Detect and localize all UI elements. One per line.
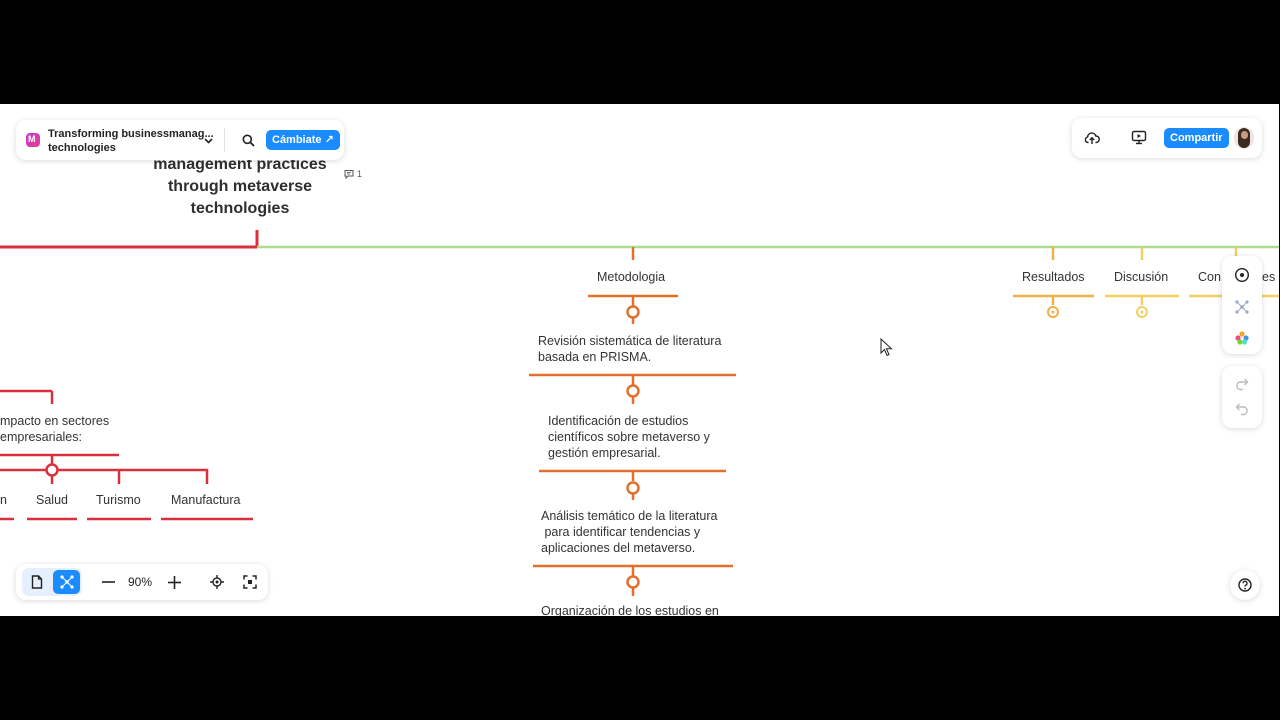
root-title-line: technologies — [190, 200, 290, 217]
branch-conclusiones[interactable]: Con — [1198, 270, 1221, 284]
step-line: Análisis temático de la literatura — [541, 509, 718, 523]
view-mode-toggle — [22, 568, 82, 596]
upgrade-button[interactable]: Cámbiate ↗ — [266, 130, 340, 150]
zoom-level[interactable]: 90% — [128, 575, 153, 589]
mindmap-icon — [60, 575, 74, 589]
topic-line: mpacto en sectores — [0, 414, 110, 428]
step-line: científicos sobre metaverso y — [548, 430, 710, 444]
root-title-line: through metaverse — [167, 178, 313, 195]
topic-impacto[interactable]: mpacto en sectores empresariales: — [0, 413, 109, 445]
toolbar-divider — [224, 128, 225, 152]
branch-discusion[interactable]: Discusión — [1114, 270, 1169, 284]
fit-screen-icon[interactable] — [243, 575, 257, 589]
app-logo-icon[interactable]: M — [26, 133, 40, 147]
step-line: Identificación de estudios — [548, 414, 689, 428]
document-icon — [31, 575, 43, 589]
step-line: basada en PRISMA. — [538, 350, 652, 364]
avatar[interactable] — [1234, 127, 1254, 149]
comment-icon — [344, 170, 354, 179]
mindmap-view-button[interactable] — [53, 570, 80, 594]
sector-turismo[interactable]: Turismo — [96, 493, 141, 507]
document-toolbar: M Transforming businessmanag... technolo… — [16, 120, 344, 160]
branch-conclusiones-end: es — [1262, 270, 1276, 284]
right-toolbar — [1222, 256, 1262, 354]
help-icon — [1238, 578, 1252, 592]
sector-salud[interactable]: Salud — [36, 493, 68, 507]
step-line: gestión empresarial. — [548, 446, 661, 460]
search-icon[interactable] — [242, 134, 255, 147]
zoom-toolbar: 90% — [16, 564, 268, 600]
zoom-out-icon[interactable] — [102, 581, 115, 583]
branch-resultados[interactable]: Resultados — [1022, 270, 1085, 284]
theme-palette-icon[interactable] — [1234, 330, 1250, 346]
structure-icon[interactable] — [1234, 299, 1250, 315]
redo-icon[interactable] — [1234, 377, 1250, 391]
header-actions: Compartir — [1072, 118, 1262, 158]
zoom-in-icon[interactable] — [168, 576, 181, 589]
document-title[interactable]: Transforming businessmanag... technologi… — [48, 127, 214, 155]
step-line: para identificar tendencias y — [541, 525, 701, 539]
step-prisma[interactable]: Revisión sistemática de literatura basad… — [538, 333, 721, 365]
branch-metodologia[interactable]: Metodologia — [597, 270, 666, 284]
add-topic-icon[interactable] — [1234, 267, 1250, 283]
mouse-cursor-icon — [880, 338, 893, 357]
sector-manufactura[interactable]: Manufactura — [171, 493, 241, 507]
canvas[interactable]: management practices through metaverse t… — [0, 104, 1279, 616]
comment-badge[interactable]: 1 — [344, 169, 362, 179]
topic-line: empresariales: — [0, 430, 82, 444]
step-line: Organización de los estudios en — [541, 604, 719, 616]
document-title-line: technologies — [48, 142, 116, 154]
root-topic[interactable]: management practices through metaverse t… — [140, 154, 340, 220]
root-title-line: management practices — [153, 156, 327, 173]
step-organizacion[interactable]: Organización de los estudios en — [541, 603, 719, 616]
sector-partial[interactable]: n — [0, 493, 7, 507]
history-toolbar — [1222, 366, 1262, 428]
undo-icon[interactable] — [1234, 402, 1250, 416]
cloud-upload-icon[interactable] — [1084, 130, 1100, 146]
present-icon[interactable] — [1131, 130, 1147, 145]
step-identificacion[interactable]: Identificación de estudios científicos s… — [548, 413, 710, 461]
chevron-down-icon[interactable] — [204, 138, 213, 144]
comment-count: 1 — [357, 169, 363, 179]
outline-view-button[interactable] — [24, 570, 50, 594]
help-button[interactable] — [1230, 570, 1260, 600]
step-analisis[interactable]: Análisis temático de la literatura para … — [541, 508, 717, 556]
center-map-icon[interactable] — [210, 575, 224, 589]
step-line: Revisión sistemática de literatura — [538, 334, 722, 348]
step-line: aplicaciones del metaverso. — [541, 541, 696, 555]
document-title-line: Transforming businessmanag... — [48, 128, 214, 140]
share-button[interactable]: Compartir — [1164, 128, 1229, 148]
